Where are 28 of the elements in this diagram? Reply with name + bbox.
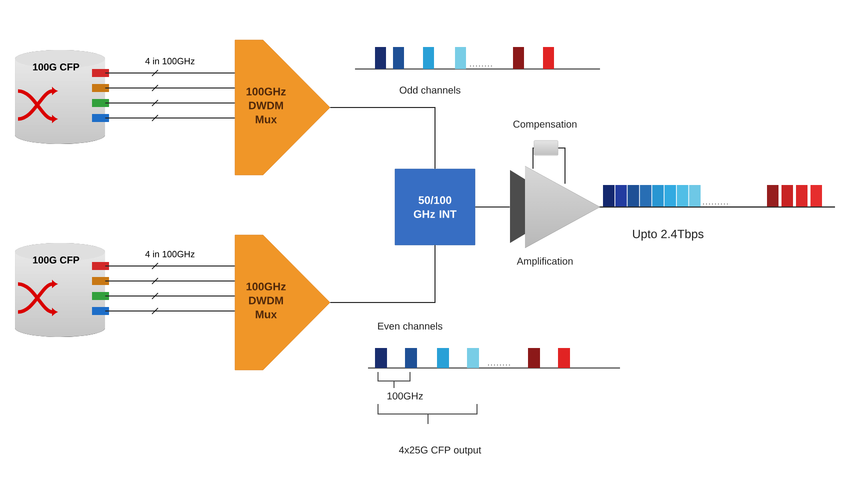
signal-line — [104, 114, 236, 122]
text-label: Odd channels — [400, 86, 460, 94]
loop-line — [558, 147, 566, 184]
edge-label: 4 in 100GHz — [144, 250, 196, 258]
mux-triangle: 100GHz DWDM Mux — [234, 40, 330, 176]
loop-line — [532, 147, 534, 170]
signal-line — [104, 84, 236, 92]
signal-line — [104, 262, 236, 270]
interleaver-box: 50/100 GHz INT — [394, 168, 476, 246]
signal-line — [474, 206, 510, 208]
signal-line — [330, 106, 436, 170]
compensation-box: Compensation — [513, 120, 576, 156]
signal-line — [104, 308, 236, 314]
text-label: Even channels — [378, 322, 442, 330]
signal-line — [330, 244, 436, 303]
text-label: Upto 2.4Tbps — [633, 229, 704, 241]
signal-line — [104, 100, 236, 106]
mux-triangle: 100GHz DWDM Mux — [234, 234, 330, 370]
cfp-module: 100G CFP — [15, 242, 105, 337]
signal-line — [600, 206, 836, 208]
edge-label: 4 in 100GHz — [144, 56, 196, 66]
signal-line — [104, 278, 236, 284]
cfp-module: 100G CFP — [15, 50, 105, 144]
node-label: Compensation — [513, 120, 576, 130]
text-label: 4x25G CFP output — [398, 446, 482, 456]
signal-line — [104, 292, 236, 300]
text-label: 100GHz — [388, 392, 423, 400]
signal-line — [104, 70, 236, 76]
